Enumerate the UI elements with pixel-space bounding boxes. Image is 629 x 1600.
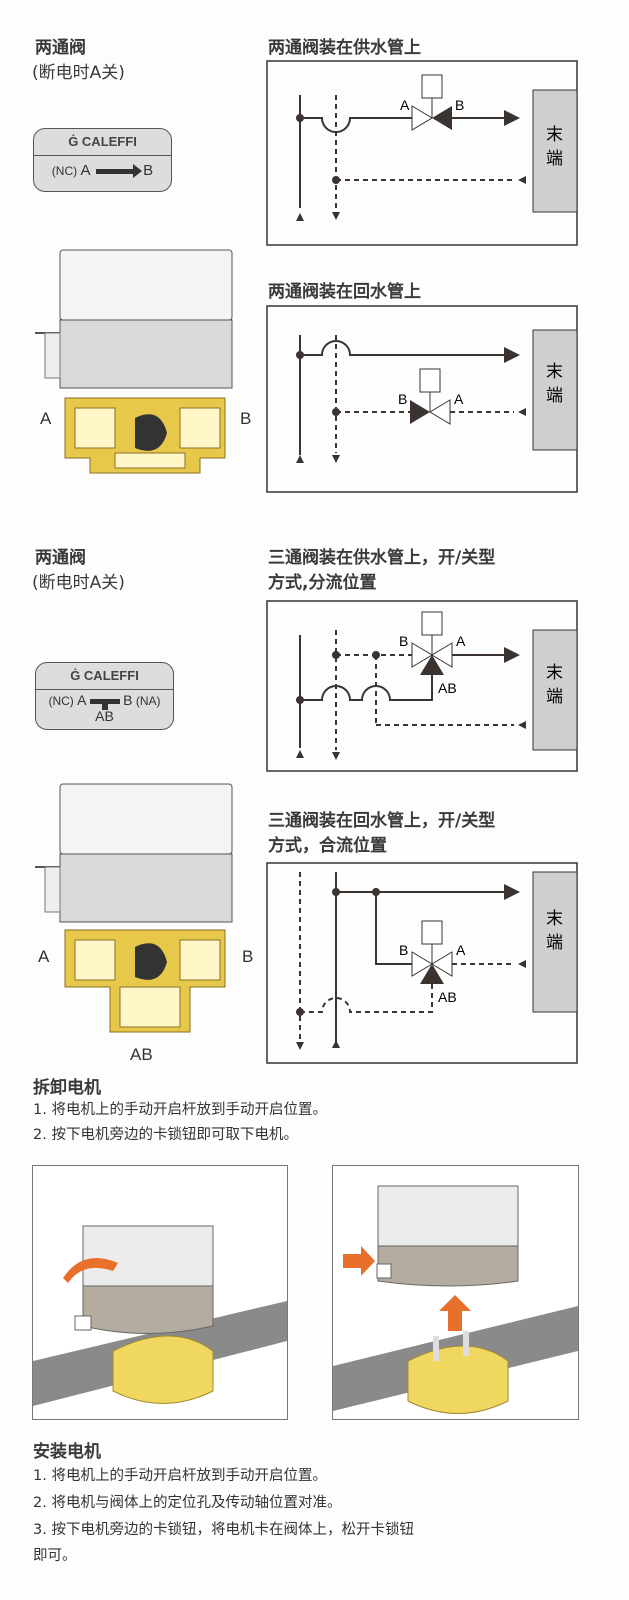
section1-left-title: 两通阀 bbox=[35, 38, 86, 58]
valve-port-ab: AB bbox=[438, 989, 457, 1005]
actuator-label-b: B bbox=[242, 947, 253, 966]
actuator-label-ab: AB bbox=[130, 1045, 153, 1064]
photo-install-motor bbox=[332, 1165, 579, 1420]
badge-a: A bbox=[80, 162, 91, 179]
valve-port-a: A bbox=[400, 97, 410, 113]
diagram-return-title: 两通阀装在回水管上 bbox=[268, 282, 421, 302]
valve-port-b: B bbox=[455, 97, 464, 113]
remove-step: 2. 按下电机旁边的卡锁钮即可取下电机。 bbox=[33, 1127, 298, 1143]
valve-port-a: A bbox=[454, 391, 464, 407]
valve-port-b: B bbox=[398, 391, 407, 407]
install-step: 2. 将电机与阀体上的定位孔及传动轴位置对准。 bbox=[33, 1495, 342, 1511]
badge-na: (NA) bbox=[135, 694, 161, 708]
badge-brand: CALEFFI bbox=[83, 668, 139, 683]
diagram-mixing-title-2: 方式，合流位置 bbox=[268, 836, 387, 856]
valve-port-b: B bbox=[399, 633, 408, 649]
badge-b: B bbox=[143, 162, 154, 179]
push-arrow-icon bbox=[343, 1246, 375, 1276]
lift-arrow-icon bbox=[439, 1295, 471, 1331]
arrow-right-icon bbox=[95, 164, 142, 179]
badge-a: A bbox=[77, 692, 87, 708]
actuator-3way-illustration: A B AB bbox=[35, 783, 253, 1064]
terminal-label: 末 bbox=[546, 362, 563, 381]
terminal-label-2: 端 bbox=[546, 933, 563, 952]
install-step: 3. 按下电机旁边的卡锁钮，将电机卡在阀体上，松开卡锁钮 bbox=[33, 1522, 414, 1538]
install-step: 即可。 bbox=[33, 1548, 77, 1564]
badge-nc: (NC) bbox=[48, 694, 74, 708]
actuator-label-a: A bbox=[38, 947, 50, 966]
valve-port-ab: AB bbox=[438, 680, 457, 696]
caleffi-logo-icon: Ġ bbox=[68, 134, 82, 149]
diagram-3way-diverting: 末 端 B A AB bbox=[266, 600, 578, 772]
diagram-mixing-title: 三通阀装在回水管上，开/关型 bbox=[268, 811, 496, 831]
photo-remove-motor bbox=[32, 1165, 288, 1420]
section2-left-title: 两通阀 bbox=[35, 548, 86, 568]
actuator-label-a: A bbox=[40, 409, 52, 428]
rotate-arrow-icon bbox=[63, 1258, 118, 1283]
badge-b: B bbox=[123, 692, 133, 708]
badge-brand: CALEFFI bbox=[81, 134, 137, 149]
terminal-label: 末 bbox=[546, 125, 563, 144]
diagram-2way-return: 末 端 B A bbox=[266, 305, 578, 493]
diagram-3way-mixing: 末 端 B A AB bbox=[266, 862, 578, 1064]
badge-nc: (NC) bbox=[51, 164, 78, 178]
valve-port-a: A bbox=[456, 633, 466, 649]
actuator-label-b: B bbox=[240, 409, 251, 428]
terminal-label-2: 端 bbox=[546, 687, 563, 706]
valve-badge-3way: Ġ CALEFFI (NC) A B (NA) AB bbox=[35, 662, 174, 730]
diagram-supply-title: 两通阀装在供水管上 bbox=[268, 38, 421, 58]
terminal-label: 末 bbox=[546, 909, 563, 928]
section1-left-subtitle: (断电时A关) bbox=[32, 63, 125, 83]
valve-port-a: A bbox=[456, 942, 466, 958]
badge-ab: AB bbox=[95, 708, 114, 724]
diagram-diverting-title: 三通阀装在供水管上，开/关型 bbox=[268, 548, 496, 568]
caleffi-logo-icon: Ġ bbox=[70, 668, 84, 683]
tee-icon bbox=[89, 699, 120, 711]
terminal-label: 末 bbox=[546, 663, 563, 682]
valve-port-b: B bbox=[399, 942, 408, 958]
install-step: 1. 将电机上的手动开启杆放到手动开启位置。 bbox=[33, 1468, 327, 1484]
install-motor-title: 安装电机 bbox=[33, 1442, 101, 1462]
actuator-2way-illustration: A B bbox=[35, 249, 251, 474]
diagram-diverting-title-2: 方式,分流位置 bbox=[268, 573, 377, 593]
remove-step: 1. 将电机上的手动开启杆放到手动开启位置。 bbox=[33, 1102, 327, 1118]
remove-motor-title: 拆卸电机 bbox=[33, 1078, 101, 1098]
section2-left-subtitle: (断电时A关) bbox=[32, 573, 125, 593]
terminal-label-2: 端 bbox=[546, 149, 563, 168]
terminal-label-2: 端 bbox=[546, 386, 563, 405]
valve-badge-2way: Ġ CALEFFI (NC) A B bbox=[33, 128, 172, 192]
diagram-2way-supply: 末 端 A B bbox=[266, 60, 578, 246]
